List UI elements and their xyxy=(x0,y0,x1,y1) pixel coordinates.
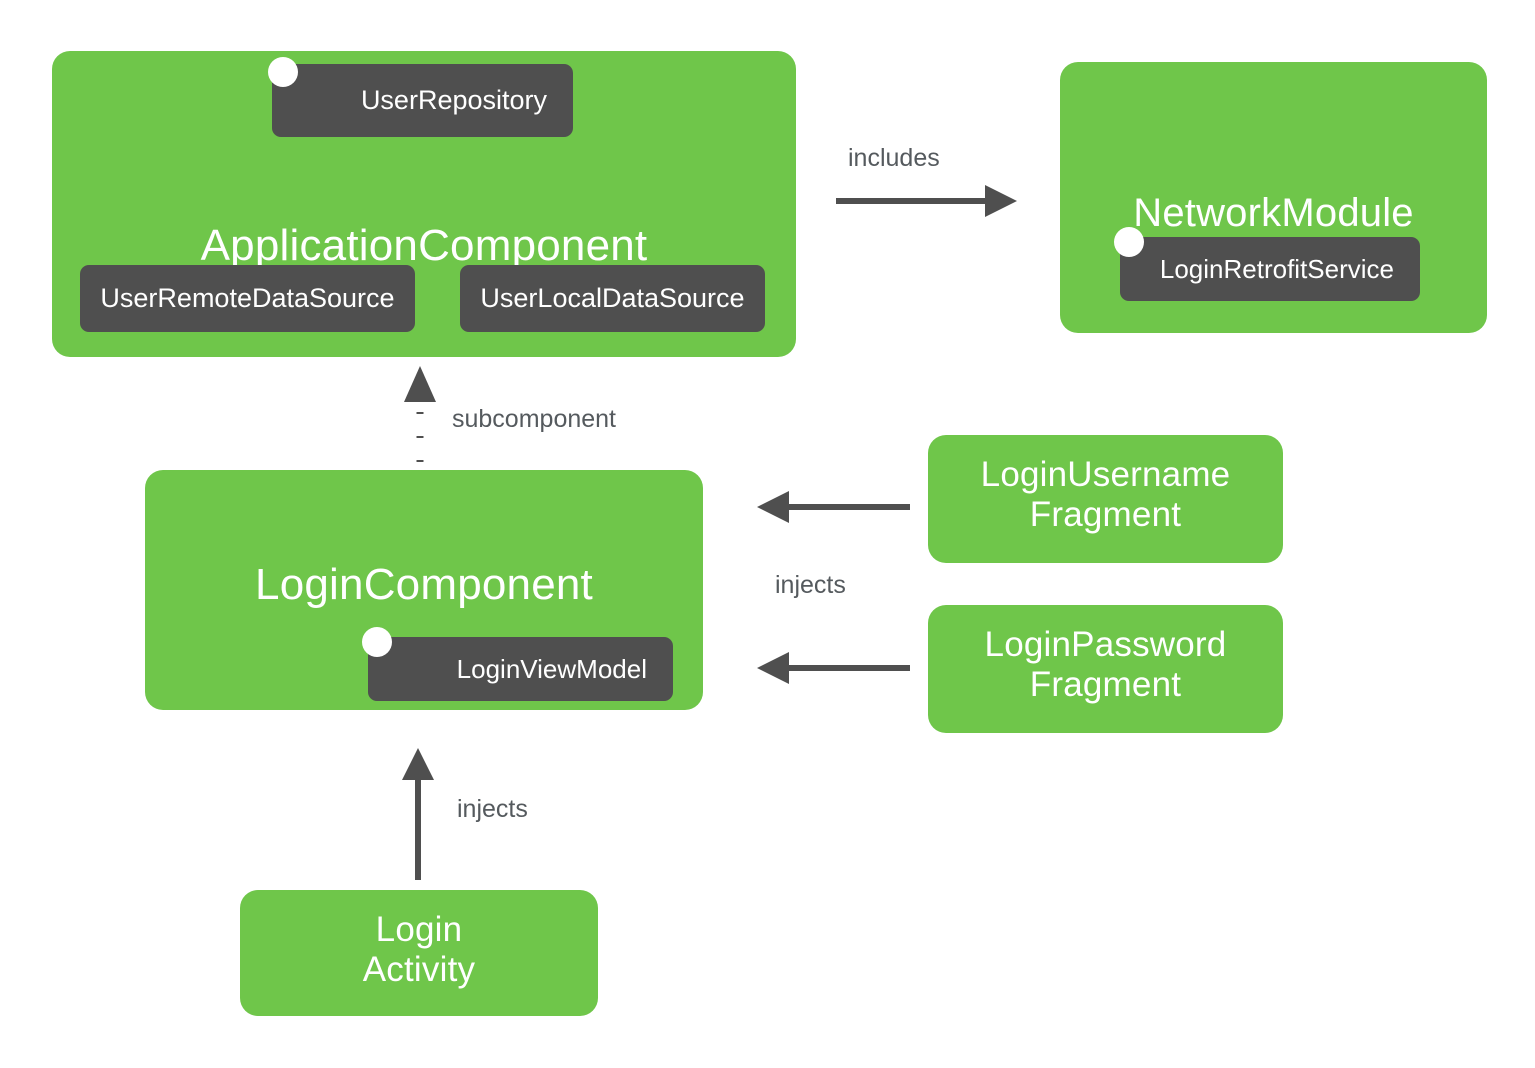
chip-login-retrofit-service[interactable]: LoginRetrofitService xyxy=(1120,237,1420,301)
node-login-username-fragment[interactable]: LoginUsername Fragment xyxy=(928,435,1283,563)
login-username-fragment-title: LoginUsername Fragment xyxy=(980,455,1231,535)
chip-user-repository[interactable]: UserRepository xyxy=(272,64,573,137)
chip-user-repository-label: UserRepository xyxy=(360,85,547,115)
provision-dot-login-retrofit-service xyxy=(1114,227,1144,257)
edge-injects-password xyxy=(757,652,910,684)
node-login-password-fragment[interactable]: LoginPassword Fragment xyxy=(928,605,1283,733)
login-password-fragment-title: LoginPassword Fragment xyxy=(984,625,1227,705)
chip-user-remote-data-source-label: UserRemoteDataSource xyxy=(100,283,395,313)
chip-login-view-model[interactable]: LoginViewModel xyxy=(368,637,673,701)
edge-label-includes: includes xyxy=(848,144,940,172)
edge-label-injects-fragments: injects xyxy=(775,571,846,599)
edge-injects-username xyxy=(757,491,910,523)
network-module-title: NetworkModule xyxy=(1133,191,1414,235)
edge-injects-activity xyxy=(402,748,434,880)
node-login-activity[interactable]: Login Activity xyxy=(240,890,598,1016)
login-activity-title: Login Activity xyxy=(362,910,476,990)
provision-dot-login-view-model xyxy=(362,627,392,657)
chip-login-view-model-label: LoginViewModel xyxy=(456,653,647,684)
chip-user-local-data-source[interactable]: UserLocalDataSource xyxy=(460,265,765,332)
chip-user-local-data-source-label: UserLocalDataSource xyxy=(480,283,745,313)
chip-login-retrofit-service-label: LoginRetrofitService xyxy=(1159,253,1394,284)
provision-dot-user-repository xyxy=(268,57,298,87)
edge-label-injects-activity: injects xyxy=(457,795,528,823)
edge-includes xyxy=(836,185,1017,217)
login-component-title: LoginComponent xyxy=(255,560,593,609)
edge-label-subcomponent: subcomponent xyxy=(452,405,617,433)
application-component-title: ApplicationComponent xyxy=(200,221,648,270)
chip-user-remote-data-source[interactable]: UserRemoteDataSource xyxy=(80,265,415,332)
edge-subcomponent xyxy=(404,366,436,462)
